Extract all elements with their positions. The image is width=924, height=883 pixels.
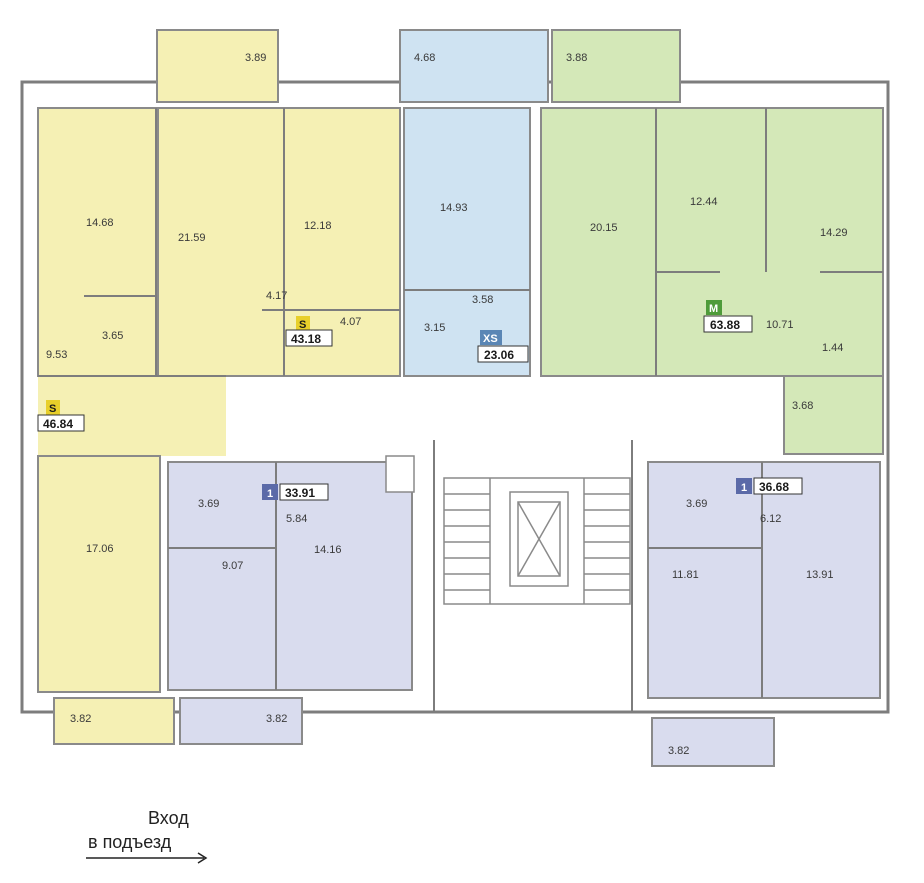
apartment-one2-fill (647, 461, 881, 767)
apartment-badge-s2: S 46.84 (37, 400, 85, 432)
room-area-labels: 3.89 4.68 3.88 14.68 21.59 12.18 14.93 2… (46, 52, 848, 757)
apartment-area: 23.06 (484, 348, 514, 362)
apartment-type-code: 1 (741, 482, 747, 494)
apartment-s2-fill (37, 107, 226, 745)
apartment-badge-one2: 1 36.68 (736, 477, 803, 495)
room-area-label: 9.53 (46, 349, 67, 361)
room-area-label: 20.15 (590, 222, 618, 234)
interior-walls (38, 108, 883, 712)
apartment-area: 63.88 (710, 318, 740, 332)
room-area-label: 3.82 (266, 713, 287, 725)
shaft (385, 455, 415, 493)
room-area-label: 1.44 (822, 342, 843, 354)
room-area-label: 14.68 (86, 217, 114, 229)
entrance-line2: в подъезд (88, 832, 172, 852)
room-area-label: 3.69 (198, 498, 219, 510)
apartment-area: 46.84 (43, 417, 73, 431)
room-area-label: 12.18 (304, 220, 332, 232)
room-area-label: 9.07 (222, 560, 243, 572)
room-area-label: 3.65 (102, 330, 123, 342)
entrance-arrow-icon (86, 852, 208, 864)
room-area-label: 3.82 (70, 713, 91, 725)
apartment-badge-one1: 1 33.91 (262, 483, 329, 501)
room-area-label: 14.93 (440, 202, 468, 214)
room-area-label: 3.15 (424, 322, 445, 334)
room-area-label: 14.29 (820, 227, 848, 239)
room-area-label: 21.59 (178, 232, 206, 244)
apartment-type-code: S (299, 319, 306, 331)
room-area-label: 11.81 (672, 569, 699, 581)
room-area-label: 14.16 (314, 544, 342, 556)
room-area-label: 6.12 (760, 513, 781, 525)
room-area-label: 3.68 (792, 400, 813, 412)
apartment-badge-s1: S 43.18 (285, 316, 333, 347)
room-area-label: 5.84 (286, 513, 307, 525)
room-area-label: 3.89 (245, 52, 266, 64)
apartment-type-code: XS (483, 333, 498, 345)
apartment-area: 33.91 (285, 486, 315, 500)
entrance-line1: Вход (148, 808, 189, 828)
room-area-label: 3.88 (566, 52, 587, 64)
apartment-type-code: M (709, 303, 718, 315)
entrance-label: Вход в подъезд (86, 806, 246, 854)
room-area-label: 4.68 (414, 52, 435, 64)
room-area-label: 17.06 (86, 543, 114, 555)
room-area-label: 12.44 (690, 196, 718, 208)
apartment-s1-fill (156, 29, 401, 377)
room-area-label: 3.82 (668, 745, 689, 757)
apartment-type-code: 1 (267, 488, 273, 500)
room-area-label: 10.71 (766, 319, 794, 331)
room-area-label: 3.58 (472, 294, 493, 306)
apartment-badge-xs: XS 23.06 (477, 330, 529, 363)
apartment-xs-fill (399, 29, 549, 377)
apartment-type-code: S (49, 403, 56, 415)
apartment-area: 43.18 (291, 332, 321, 346)
room-area-label: 4.07 (340, 316, 361, 328)
room-area-label: 4.17 (266, 290, 287, 302)
apartment-area: 36.68 (759, 480, 789, 494)
elevator-shaft (509, 491, 569, 587)
room-area-label: 13.91 (806, 569, 834, 581)
room-area-label: 3.69 (686, 498, 707, 510)
apartment-badge-m: M 63.88 (703, 300, 753, 333)
stairwell (443, 477, 631, 605)
